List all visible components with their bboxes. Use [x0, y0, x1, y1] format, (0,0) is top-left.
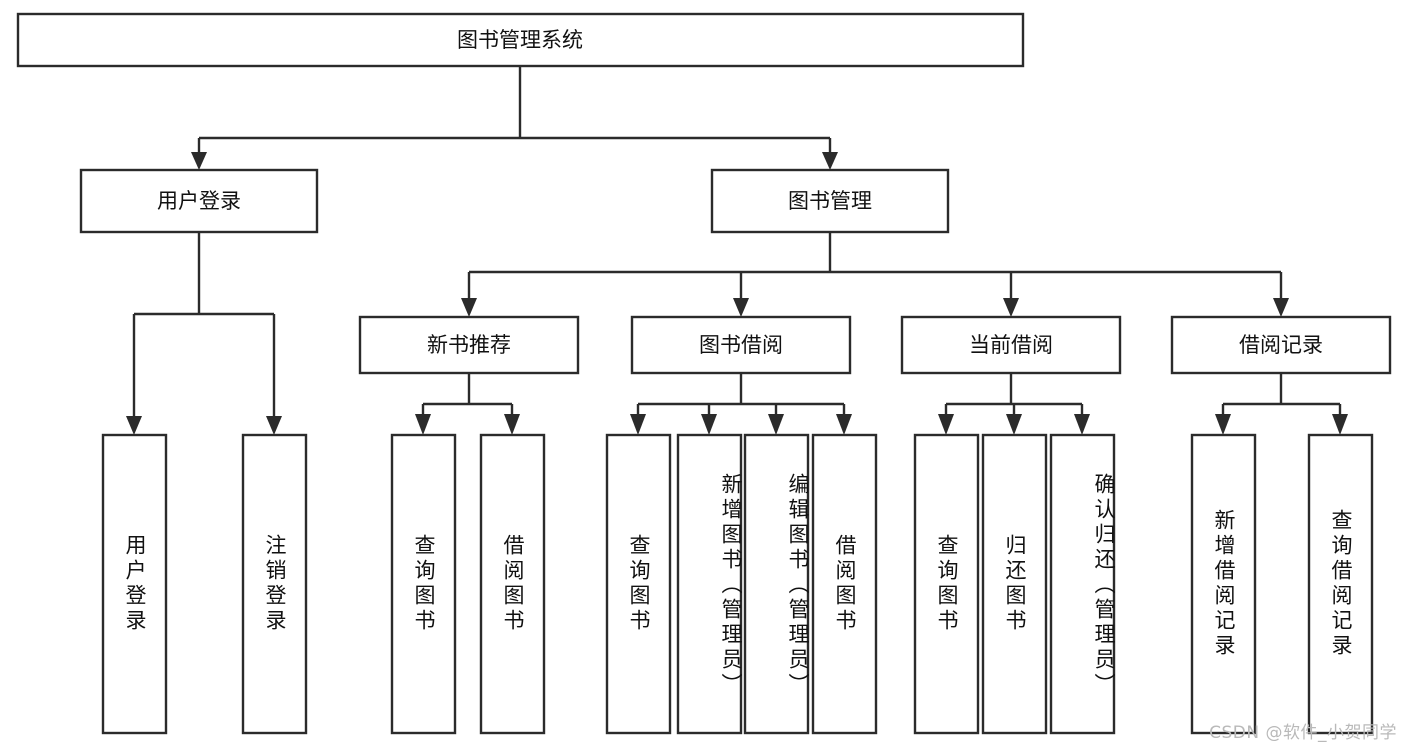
connector-user-login-to-leaves [126, 232, 282, 435]
node-root-box[interactable] [16, 12, 1025, 68]
node-leaf-add-record-box[interactable] [1190, 433, 1257, 735]
node-leaf-user-login-box[interactable] [101, 433, 168, 735]
node-current-borrow-box[interactable] [900, 315, 1122, 375]
node-leaf-confirm-return-box[interactable] [1049, 433, 1116, 735]
node-leaf-logout-login-box[interactable] [241, 433, 308, 735]
node-book-manage-box[interactable] [710, 168, 950, 234]
node-book-borrow-label: 图书借阅 [699, 333, 783, 357]
arrowhead-book-borrow [733, 298, 749, 317]
connector-book-manage-to-level3 [461, 232, 1289, 317]
csdn-watermark: CSDN @软件_小贺同学 [1209, 723, 1397, 743]
node-book-manage[interactable]: 图书管理 [710, 168, 950, 234]
node-leaf-edit-book-box[interactable] [743, 433, 810, 735]
node-leaf-query-book-2-box[interactable] [605, 433, 672, 735]
node-borrow-record[interactable]: 借阅记录 [1170, 315, 1392, 375]
node-borrow-record-label: 借阅记录 [1239, 333, 1323, 357]
node-leaf-borrow-book-2-box[interactable] [811, 433, 878, 735]
node-leaf-query-book-1-box[interactable] [390, 433, 457, 735]
node-leaf-query-record-box[interactable] [1307, 433, 1374, 735]
arrowhead-book-manage [822, 152, 838, 170]
connector-new-book-recommend-to-leaves [415, 373, 520, 435]
node-new-book-recommend-box[interactable] [358, 315, 580, 375]
node-new-book-recommend[interactable]: 新书推荐 [358, 315, 580, 375]
node-borrow-record-box[interactable] [1170, 315, 1392, 375]
connector-book-borrow-to-leaves [630, 373, 852, 435]
node-leaf-borrow-book-1-box[interactable] [479, 433, 546, 735]
node-leaf-add-book-box[interactable] [676, 433, 743, 735]
node-user-login-label: 用户登录 [157, 189, 241, 213]
arrowhead-leaf-add-book [701, 414, 717, 435]
node-root-label: 图书管理系统 [457, 28, 583, 52]
node-user-login-box[interactable] [79, 168, 319, 234]
arrowhead-new-book-recommend [461, 298, 477, 317]
arrowhead-current-borrow [1003, 298, 1019, 317]
node-current-borrow-label: 当前借阅 [969, 333, 1053, 357]
arrowhead-leaf-query-book-1 [415, 414, 431, 435]
node-leaf-return-book-box[interactable] [981, 433, 1048, 735]
arrowhead-leaf-query-record [1332, 414, 1348, 435]
arrowhead-leaf-add-record [1215, 414, 1231, 435]
node-book-borrow[interactable]: 图书借阅 [630, 315, 852, 375]
arrowhead-borrow-record [1273, 298, 1289, 317]
node-user-login[interactable]: 用户登录 [79, 168, 319, 234]
connector-current-borrow-to-leaves [938, 373, 1090, 435]
arrowhead-leaf-user-login [126, 416, 142, 435]
arrowhead-leaf-logout-login [266, 416, 282, 435]
arrowhead-leaf-borrow-book-1 [504, 414, 520, 435]
node-new-book-recommend-label: 新书推荐 [427, 333, 511, 357]
arrowhead-leaf-confirm-return [1074, 414, 1090, 435]
connector-borrow-record-to-leaves [1215, 373, 1348, 435]
node-book-manage-label: 图书管理 [788, 189, 872, 213]
node-leaf-query-book-3-box[interactable] [913, 433, 980, 735]
node-book-borrow-box[interactable] [630, 315, 852, 375]
arrowhead-leaf-edit-book [768, 414, 784, 435]
connector-root-to-level2 [191, 66, 838, 170]
arrowhead-leaf-query-book-2 [630, 414, 646, 435]
arrowhead-leaf-return-book [1006, 414, 1022, 435]
node-root[interactable]: 图书管理系统 [16, 12, 1025, 68]
arrowhead-leaf-borrow-book-2 [836, 414, 852, 435]
node-current-borrow[interactable]: 当前借阅 [900, 315, 1122, 375]
arrowhead-leaf-query-book-3 [938, 414, 954, 435]
arrowhead-user-login [191, 152, 207, 170]
